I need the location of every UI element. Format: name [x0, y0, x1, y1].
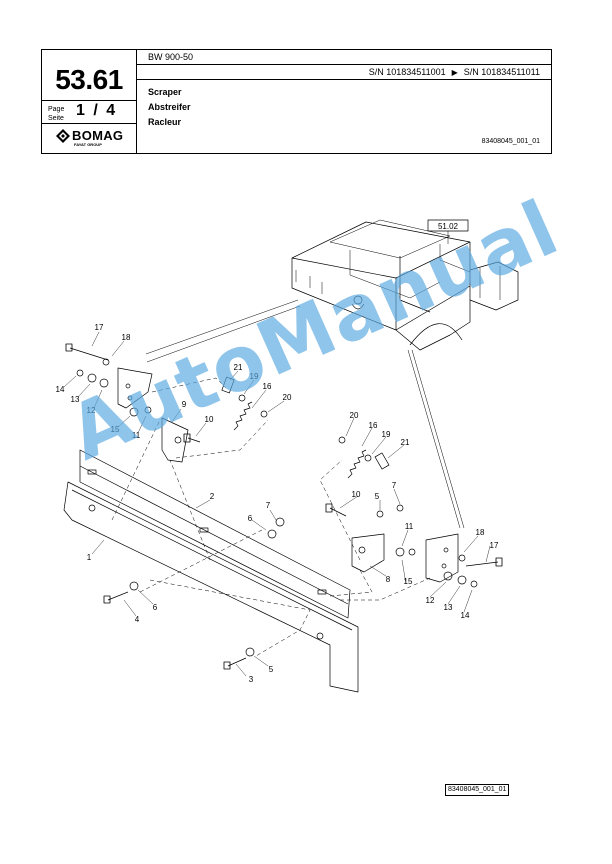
title-group: Scraper Abstreifer Racleur — [148, 85, 191, 130]
part-label: 6 — [153, 603, 158, 612]
title-de: Abstreifer — [148, 102, 191, 112]
part-label: 20 — [283, 393, 292, 402]
part-label: 14 — [461, 611, 470, 620]
part-label: 16 — [263, 382, 272, 391]
page-count: 1 / 4 — [76, 102, 116, 119]
title-fr: Racleur — [148, 117, 182, 127]
part-label: 10 — [205, 415, 214, 424]
serial-to: S/N 101834511011 — [463, 67, 540, 77]
logo-text: BOMAG — [72, 128, 124, 143]
frame-assembly — [291, 219, 519, 351]
divider — [42, 100, 136, 101]
part-label: 5 — [375, 492, 380, 501]
part-label: 12 — [426, 596, 435, 605]
bracket-8 — [351, 533, 385, 573]
header-block: 53.61 Page Seite 1 / 4 BOMAG FAYAT GROUP… — [41, 49, 552, 154]
part-label: 5 — [269, 665, 274, 674]
part-label: 9 — [182, 400, 187, 409]
bracket-9 — [161, 417, 189, 463]
page-label-de: Seite — [48, 115, 64, 122]
bracket-12 — [117, 367, 153, 409]
part-label: 15 — [111, 425, 120, 434]
part-label: 18 — [476, 528, 485, 537]
part-label: 21 — [401, 438, 410, 447]
part-label: 10 — [352, 490, 361, 499]
scraper-blade-2 — [79, 449, 351, 619]
logo-subtext: FAYAT GROUP — [74, 142, 102, 147]
part-label: 17 — [95, 323, 104, 332]
part-label: 4 — [135, 615, 140, 624]
footer-drawing-reference: 83408045_001_01 — [445, 784, 510, 796]
part-label: 13 — [444, 603, 453, 612]
part-label: 3 — [249, 675, 254, 684]
scraper-blade-1 — [63, 481, 359, 693]
divider — [137, 64, 551, 65]
page-label: Page Seite — [48, 105, 64, 123]
part-label: 19 — [250, 372, 259, 381]
part-label: 14 — [56, 385, 65, 394]
bomag-logo: BOMAG FAYAT GROUP — [56, 128, 132, 150]
title-cell: BW 900-50 S/N 101834511001▶S/N 101834511… — [137, 50, 551, 153]
ref-box-label: 51.02 — [438, 222, 459, 231]
part-label: 7 — [266, 501, 271, 510]
part-label: 11 — [132, 431, 141, 440]
part-labels: 17 18 14 13 12 15 11 9 10 21 19 16 20 2 … — [56, 323, 499, 684]
bomag-diamond-icon — [56, 129, 70, 143]
part-label: 20 — [350, 411, 359, 420]
page-info-cell: 53.61 Page Seite 1 / 4 BOMAG FAYAT GROUP — [42, 50, 137, 153]
spring-16-right — [347, 449, 367, 479]
part-label: 11 — [405, 522, 414, 531]
part-label: 17 — [490, 541, 499, 550]
part-label: 19 — [382, 430, 391, 439]
part-label: 15 — [404, 577, 413, 586]
spring-16-left — [233, 401, 253, 431]
part-label: 21 — [234, 363, 243, 372]
part-label: 12 — [87, 406, 96, 415]
page-number: 53.61 — [55, 64, 123, 95]
arrow-right-icon: ▶ — [451, 68, 458, 77]
part-label: 2 — [210, 492, 215, 501]
divider — [42, 123, 136, 124]
serial-range: S/N 101834511001 ▶ S/N 101834511011 — [369, 67, 540, 77]
title-en: Scraper — [148, 87, 182, 97]
part-label: 6 — [248, 514, 253, 523]
divider — [137, 79, 551, 80]
part-label: 1 — [87, 553, 92, 562]
model-name: BW 900-50 — [148, 52, 194, 62]
part-label: 8 — [386, 575, 391, 584]
bracket-12-right — [425, 533, 459, 583]
drawing-reference: 83408045_001_01 — [481, 138, 540, 145]
part-label: 18 — [122, 333, 131, 342]
serial-from: S/N 101834511001 — [368, 67, 446, 77]
part-label: 13 — [71, 395, 80, 404]
part-label: 16 — [369, 421, 378, 430]
page-label-en: Page — [48, 106, 65, 113]
part-label: 7 — [392, 481, 397, 490]
